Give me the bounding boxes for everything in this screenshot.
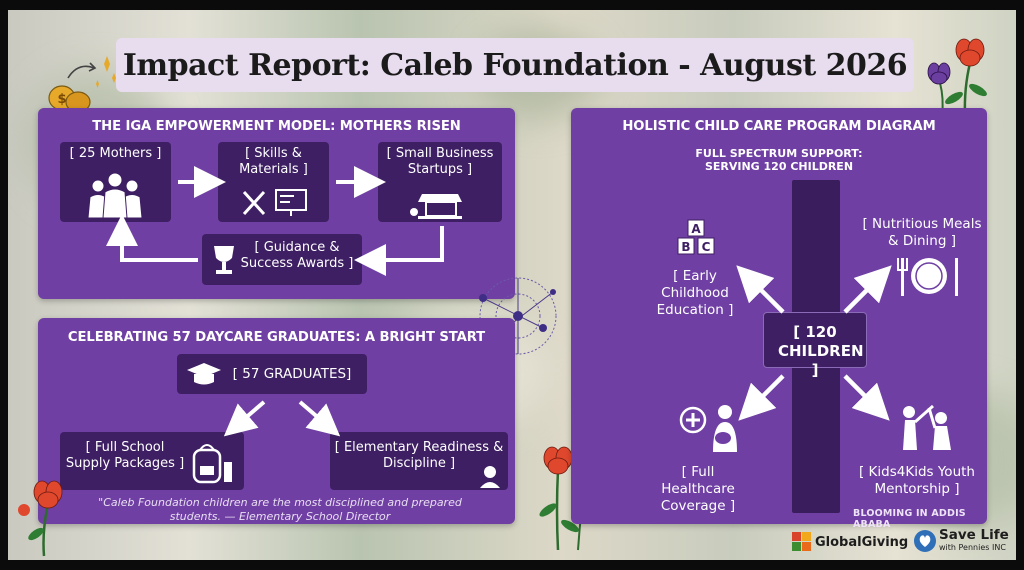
holistic-care-panel: HOLISTIC CHILD CARE PROGRAM DIAGRAM FULL… [571,108,987,530]
early-education-label: [ Early Childhood Education ] [656,268,734,318]
student-icon [480,466,500,488]
school-supply-box: [ Full School Supply Packages ] [60,432,244,490]
mothers-group-icon [87,172,143,219]
abc-blocks-icon: A B C [677,219,715,255]
trophy-icon [214,246,234,274]
iga-empowerment-panel: THE IGA EMPOWERMENT MODEL: MOTHERS RISEN… [38,108,515,299]
report-title-bar: Impact Report: Caleb Foundation - August… [116,38,914,92]
center-children-label: [ 120 CHILDREN ] [778,323,864,379]
mothers-label: [ 25 Mothers ] [69,146,162,161]
graduates-panel: CELEBRATING 57 DAYCARE GRADUATES: A BRIG… [38,318,515,524]
care-panel-title: HOLISTIC CHILD CARE PROGRAM DIAGRAM [622,119,936,134]
skills-materials-box: [ Skills & Materials ] [218,142,329,222]
director-quote: "Caleb Foundation children are the most … [98,496,462,523]
youth-mentorship-icon [903,404,951,450]
iga-panel-title: THE IGA EMPOWERMENT MODEL: MOTHERS RISEN [92,119,461,134]
healthcare-label: [ Full Healthcare Coverage ] [660,464,736,514]
nutritious-meals-label: [ Nutritious Meals & Dining ] [862,216,982,249]
small-business-label: [ Small Business Startups ] [386,146,494,177]
center-children-box: [ 120 CHILDREN ] [763,312,867,379]
plate-cutlery-icon [897,258,958,296]
healthcare-icon [679,405,737,452]
graduates-flow-arrows [223,400,341,437]
guidance-awards-box: [ Guidance & Success Awards ] [202,234,362,285]
youth-mentorship-label: [ Kids4Kids Youth Mentorship ] [859,464,975,497]
savelife-logo-icon [914,530,936,552]
tools-icon [242,189,307,216]
block-letter-a: A [691,222,701,236]
graduation-cap-icon [187,363,221,385]
savelife-logo-subtext: with Pennies INC [939,543,1006,552]
block-letter-b: B [681,240,690,254]
report-title: Impact Report: Caleb Foundation - August… [122,47,908,83]
graduates-panel-title: CELEBRATING 57 DAYCARE GRADUATES: A BRIG… [67,330,486,345]
market-stall-icon [410,194,462,219]
infographic-canvas: Impact Report: Caleb Foundation - August… [8,10,1016,560]
mothers-box: [ 25 Mothers ] [60,142,171,222]
care-radial-arrows [736,265,892,421]
globalgiving-logo-icon [792,532,811,551]
block-letter-c: C [702,240,711,254]
globalgiving-logo-text: GlobalGiving [815,535,909,550]
graduates-box: [ 57 GRADUATES] [177,354,367,394]
coins-icon: $ [48,56,116,113]
elementary-readiness-box: [ Elementary Readiness & Discipline ] [330,432,508,490]
backpack-icon [192,444,232,484]
care-subtitle-line1: FULL SPECTRUM SUPPORT: [695,147,863,160]
iga-flow-arrows [106,166,444,276]
blooming-tagline: BLOOMING IN ADDIS ABABA [853,508,966,530]
school-supply-label: [ Full School Supply Packages ] [65,440,185,471]
flower-decoration-bottom-left [18,480,63,557]
svg-text:$: $ [57,92,66,107]
small-business-box: [ Small Business Startups ] [378,142,502,222]
skills-materials-label: [ Skills & Materials ] [239,146,308,177]
flower-decoration-top-right [927,38,987,117]
guidance-awards-label: [ Guidance & Success Awards ] [240,240,354,271]
savelife-logo-text: Save Life [939,527,1009,543]
elementary-readiness-label: [ Elementary Readiness & Discipline ] [334,440,504,471]
care-subtitle-line2: SERVING 120 CHILDREN [704,160,854,173]
graduates-label: [ 57 GRADUATES] [232,366,352,382]
